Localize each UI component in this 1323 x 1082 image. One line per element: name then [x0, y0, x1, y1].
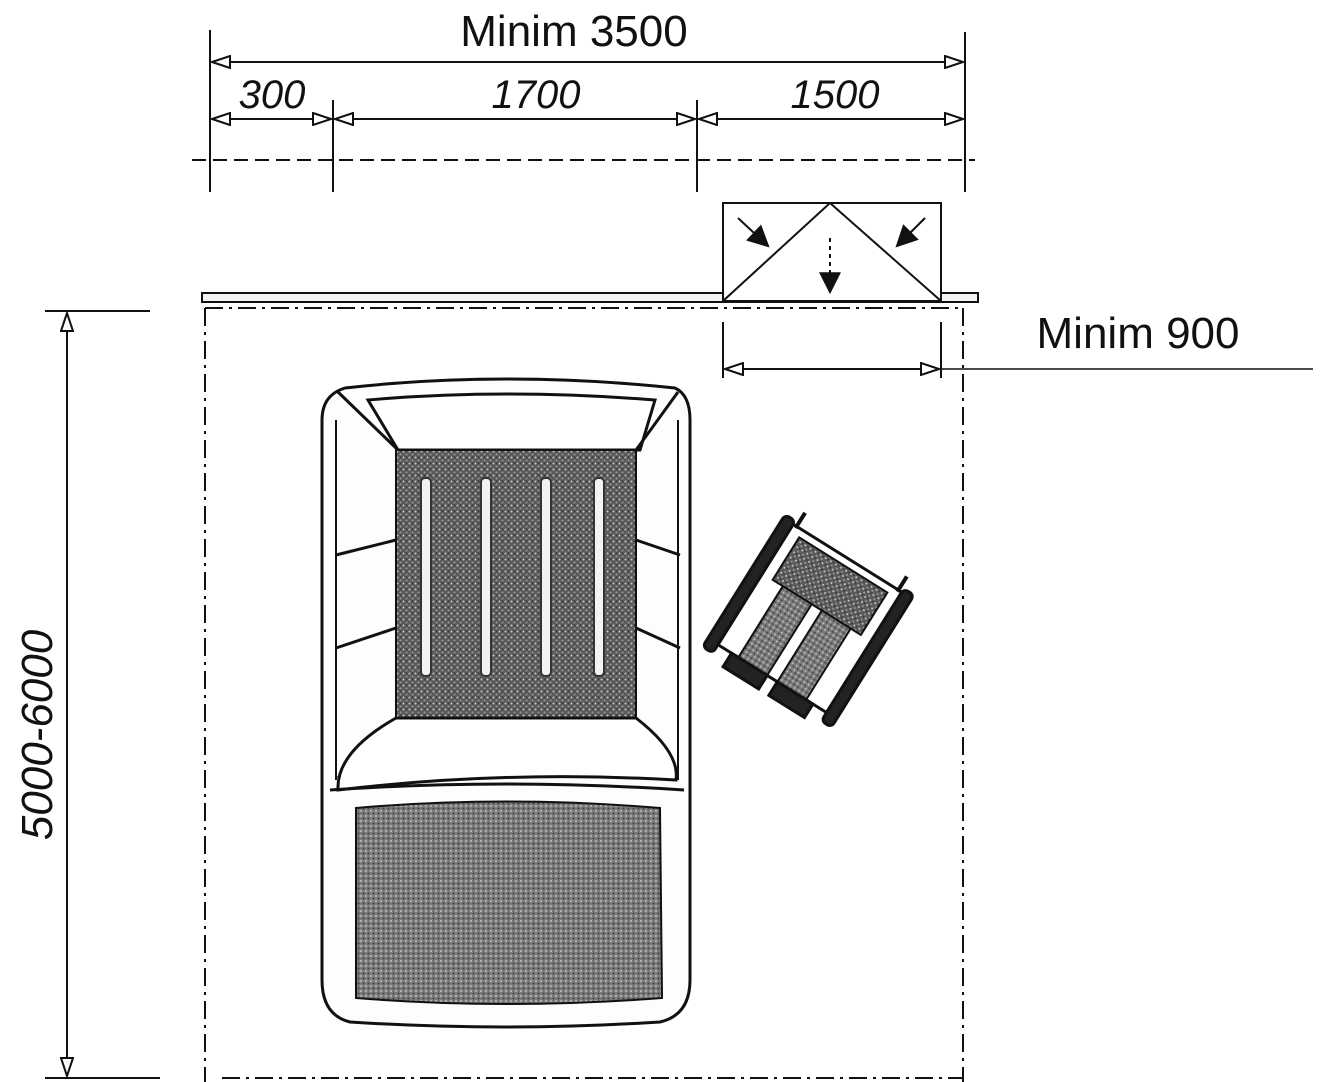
- car-windshield: [365, 392, 657, 452]
- wheelchair-user-icon: [702, 511, 914, 727]
- wheelchair-left-wheel: [702, 514, 795, 653]
- wheelchair-occupant: [771, 536, 889, 637]
- access-zone-dimension: [722, 322, 1313, 378]
- curb: [201, 292, 979, 303]
- segment-left-label: 300: [239, 73, 306, 117]
- top-dimension-lines: [192, 30, 975, 192]
- wheelchair-right-wheel: [821, 589, 914, 727]
- total-width-label: Minim 3500: [460, 7, 687, 56]
- bay-length-dimension: [45, 310, 160, 1079]
- bay-length-label: 5000-6000: [13, 629, 62, 840]
- car-top-view-icon: [320, 377, 692, 1029]
- wheelchair-footrest-left: [721, 651, 770, 692]
- car-rear-window: [336, 716, 678, 792]
- segment-middle-label: 1700: [492, 73, 581, 117]
- segment-right-label: 1500: [791, 73, 880, 117]
- car-trunk: [355, 800, 664, 1005]
- wheelchair-footrest-right: [766, 679, 816, 720]
- access-width-label: Minim 900: [1037, 309, 1240, 358]
- ramp-icon: [722, 202, 942, 302]
- parking-bay-outline: [204, 307, 964, 1082]
- car-roof-rails: [420, 477, 605, 677]
